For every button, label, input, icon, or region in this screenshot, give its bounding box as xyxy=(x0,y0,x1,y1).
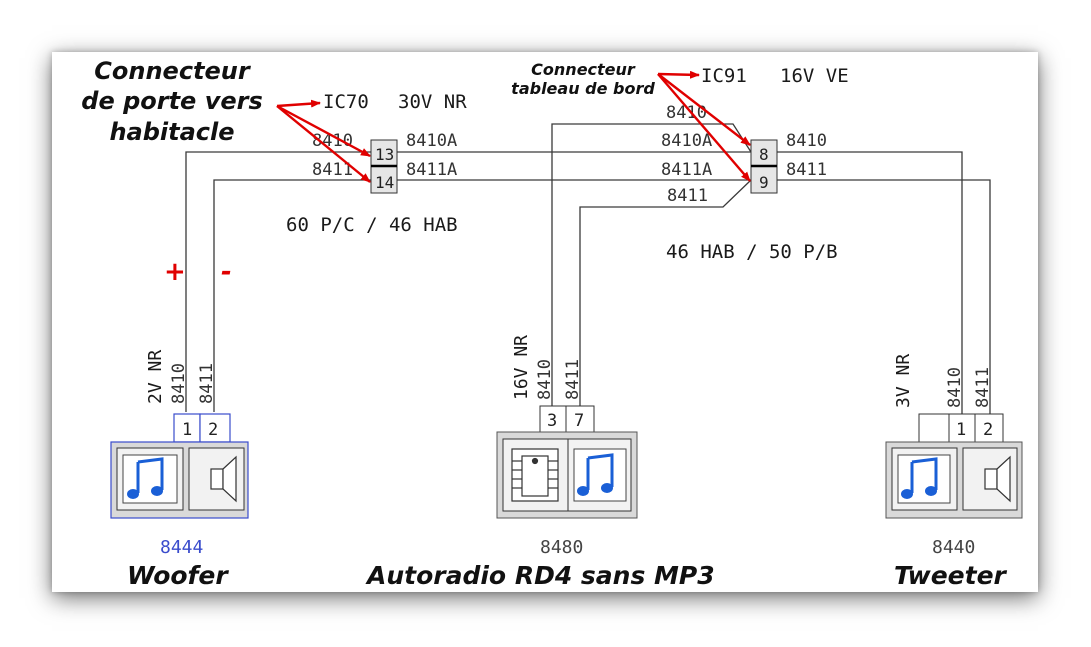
door-connector-line-2: de porte vers xyxy=(81,87,262,115)
label-8410a-right: 8410A xyxy=(661,131,712,151)
ic91-pin-9: 9 xyxy=(759,173,769,192)
woofer-pin-2: 2 xyxy=(208,420,218,440)
arrow-to-pin-13 xyxy=(276,104,371,158)
radio-title: Autoradio RD4 sans MP3 xyxy=(365,561,715,590)
woofer-pin-1: 1 xyxy=(182,420,192,440)
speaker-icon xyxy=(984,455,1011,503)
component-woofer: 1 2 2V NR 8410 8411 8444 Woofer xyxy=(110,350,249,590)
tweeter-pin-1: 1 xyxy=(956,420,966,440)
door-connector-line-1: Connecteur xyxy=(94,57,252,85)
label-8410-left: 8410 xyxy=(312,131,353,151)
speaker-icon xyxy=(210,455,237,503)
label-8411a-left: 8411A xyxy=(406,160,457,180)
wire-woofer-minus xyxy=(213,179,371,412)
radio-wire-8410: 8410 xyxy=(535,359,555,400)
component-autoradio: 3 7 16V NR 8410 8411 8480 Autoradio RD4 … xyxy=(365,335,715,590)
radio-wire-8411: 8411 xyxy=(563,359,583,400)
radio-id: 8480 xyxy=(540,537,583,558)
connector-ic70: 13 14 IC70 30V NR 60 P/C / 46 HAB xyxy=(286,91,467,236)
music-note-icon xyxy=(573,448,627,502)
component-tweeter: 1 2 3V NR 8410 8411 8440 Tweeter xyxy=(885,354,1023,590)
tweeter-wire-8411: 8411 xyxy=(973,367,993,408)
polarity-plus: + xyxy=(164,257,186,287)
wire-tweeter-minus xyxy=(777,179,991,414)
ic91-code: IC91 xyxy=(701,65,747,87)
woofer-title: Woofer xyxy=(127,561,229,590)
label-8410a-left: 8410A xyxy=(406,131,457,151)
music-note-icon xyxy=(901,457,938,499)
arrow-to-pin-9 xyxy=(657,73,751,182)
ic70-pin-13: 13 xyxy=(375,145,394,164)
chip-icon xyxy=(511,448,559,502)
radio-pin-7: 7 xyxy=(574,411,584,431)
annotations: Connecteur de porte vers habitacle Conne… xyxy=(81,57,751,287)
label-8411a-right: 8411A xyxy=(661,160,712,180)
radio-pin-3: 3 xyxy=(547,411,557,431)
wire-radio-8411 xyxy=(579,179,752,406)
label-8411-left: 8411 xyxy=(312,160,353,180)
woofer-id: 8444 xyxy=(160,537,203,558)
ic70-note: 60 P/C / 46 HAB xyxy=(286,214,458,236)
tweeter-connector-spec: 3V NR xyxy=(893,354,914,408)
wires xyxy=(185,123,991,414)
wire-tweeter-plus xyxy=(777,151,963,414)
label-8411-mid: 8411 xyxy=(667,186,708,206)
ic91-spec: 16V VE xyxy=(780,65,849,87)
wire-woofer-plus xyxy=(185,151,371,412)
woofer-wire-8410: 8410 xyxy=(169,363,189,404)
tweeter-title: Tweeter xyxy=(894,561,1008,590)
arrow-to-pin-8 xyxy=(657,73,751,146)
tweeter-pin-2: 2 xyxy=(983,420,993,440)
radio-connector-spec: 16V NR xyxy=(511,335,532,400)
ic70-pin-14: 14 xyxy=(375,173,394,192)
annotation-arrows xyxy=(276,70,751,183)
woofer-connector-spec: 2V NR xyxy=(145,350,166,404)
polarity-minus: - xyxy=(221,257,232,287)
ic70-spec: 30V NR xyxy=(398,91,467,113)
arrow-to-pin-14 xyxy=(276,105,371,183)
woofer-wire-8411: 8411 xyxy=(197,363,217,404)
dash-connector-line-1: Connecteur xyxy=(531,60,636,79)
door-connector-line-3: habitacle xyxy=(109,118,234,146)
ic91-note: 46 HAB / 50 P/B xyxy=(666,241,838,263)
arrow-to-ic91 xyxy=(657,70,700,79)
label-8411-tw: 8411 xyxy=(786,160,827,180)
ic70-code: IC70 xyxy=(323,91,369,113)
dash-connector-line-2: tableau de bord xyxy=(511,79,655,98)
tweeter-wire-8410: 8410 xyxy=(945,367,965,408)
ic91-pin-8: 8 xyxy=(759,145,769,164)
label-8410-tw: 8410 xyxy=(786,131,827,151)
connector-ic91: 8 9 IC91 16V VE 46 HAB / 50 P/B xyxy=(666,65,849,263)
tweeter-id: 8440 xyxy=(932,537,975,558)
arrow-to-ic70 xyxy=(276,99,321,108)
music-note-icon xyxy=(127,457,164,499)
